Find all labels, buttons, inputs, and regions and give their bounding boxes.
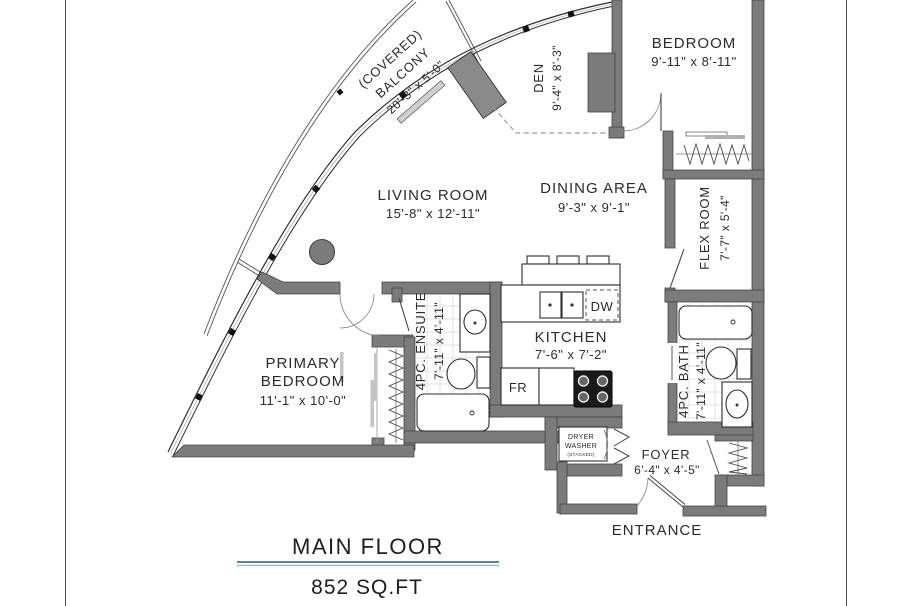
svg-text:BEDROOM: BEDROOM (261, 373, 346, 390)
laundry-label: DRYER WASHER (STACKED) (565, 434, 597, 458)
plan-title: MAIN FLOOR (292, 534, 444, 559)
balcony-column-block (447, 50, 507, 120)
svg-text:7'-11" x 4'-11": 7'-11" x 4'-11" (432, 302, 446, 380)
svg-text:DINING AREA: DINING AREA (540, 180, 648, 197)
svg-text:9'-11" x 8'-11": 9'-11" x 8'-11" (651, 54, 737, 69)
room-label-living-room: LIVING ROOM 15'-8" x 12'-11" (377, 187, 488, 221)
svg-text:LIVING ROOM: LIVING ROOM (377, 187, 488, 204)
primary-bedroom-bottom-wall (171, 444, 415, 458)
room-label-ensuite: 4PC. ENSUITE 7'-11" x 4'-11" (413, 292, 446, 390)
svg-text:FOYER: FOYER (642, 447, 691, 462)
svg-text:(STACKED): (STACKED) (567, 452, 594, 458)
bifold-door (613, 447, 631, 465)
room-label-foyer: FOYER 6'-4" x 4'-5" (634, 447, 700, 477)
svg-text:6'-4" x 4'-5": 6'-4" x 4'-5" (634, 463, 700, 477)
svg-text:PRIMARY: PRIMARY (265, 355, 340, 372)
svg-text:WASHER: WASHER (565, 443, 597, 450)
ensuite-toilet-bowl (446, 358, 476, 390)
room-label-bedroom: BEDROOM 9'-11" x 8'-11" (651, 35, 737, 69)
svg-text:KITCHEN: KITCHEN (535, 329, 608, 346)
primary-closet (340, 347, 405, 443)
svg-text:7'-7" x 5'-4": 7'-7" x 5'-4" (718, 195, 732, 261)
room-label-kitchen: KITCHEN 7'-6" x 7'-2" (535, 329, 608, 362)
ensuite-tub (416, 393, 490, 432)
bedroom-closet (676, 131, 752, 166)
kitchen-sink (539, 291, 584, 319)
bifold-door (613, 428, 631, 447)
room-label-flex-room: FLEX ROOM 7'-7" x 5'-4" (697, 186, 732, 270)
svg-text:BEDROOM: BEDROOM (652, 35, 737, 52)
room-label-primary-bedroom: PRIMARY BEDROOM 11'-1" x 10'-0" (260, 355, 347, 408)
stool (586, 255, 610, 265)
ensuite-fixtures (416, 293, 491, 432)
laundry-closet (558, 426, 631, 465)
svg-text:15'-8" x 12'-11": 15'-8" x 12'-11" (386, 206, 480, 221)
svg-text:11'-1" x 10'-0": 11'-1" x 10'-0" (260, 393, 347, 408)
room-label-bath: 4PC. BATH 7'-11" x 4'-11" (676, 342, 708, 420)
dishwasher (585, 289, 619, 321)
den-dashed-boundary (492, 106, 610, 134)
svg-text:FLEX ROOM: FLEX ROOM (697, 186, 712, 270)
balcony-structure (167, 0, 615, 457)
ensuite-toilet-tank (476, 356, 491, 389)
entry-closet (727, 441, 749, 475)
entrance-label: ENTRANCE (612, 522, 703, 539)
bath-toilet-tank (736, 348, 752, 380)
plan-area: 852 SQ.FT (311, 576, 423, 599)
fridge (500, 367, 540, 406)
svg-text:9'-3" x 9'-1": 9'-3" x 9'-1" (558, 200, 630, 215)
room-label-dining-area: DINING AREA 9'-3" x 9'-1" (540, 180, 648, 215)
bath-tub (678, 305, 753, 340)
closet-mirror-panel (340, 352, 344, 382)
svg-text:4PC. ENSUITE: 4PC. ENSUITE (413, 292, 428, 390)
svg-text:DEN: DEN (531, 63, 546, 93)
stool (556, 255, 580, 265)
room-label-balcony: (COVERED) BALCONY 20'-3" x 5'-0" (355, 26, 447, 117)
svg-text:4PC. BATH: 4PC. BATH (676, 344, 691, 417)
window-mullions (194, 10, 575, 402)
balcony-bench (396, 80, 446, 124)
bath-fixtures (678, 305, 753, 428)
dishwasher-label: DW (591, 299, 614, 314)
structural-column (309, 239, 335, 265)
svg-text:9'-4" x 8'-3": 9'-4" x 8'-3" (550, 45, 564, 111)
svg-text:DRYER: DRYER (568, 434, 594, 441)
svg-text:7'-11" x 4'-11": 7'-11" x 4'-11" (694, 342, 708, 420)
fridge-label: FR (509, 380, 527, 395)
closet-mirror-panel (370, 380, 374, 427)
closet-mirror-panel (374, 353, 378, 401)
stool (526, 255, 550, 265)
stove (573, 370, 613, 408)
doors (339, 92, 720, 508)
plan-footer: MAIN FLOOR 852 SQ.FT (237, 534, 499, 599)
bath-toilet-bowl (705, 346, 737, 380)
kitchen-counter (538, 367, 575, 406)
room-label-den: DEN 9'-4" x 8'-3" (531, 45, 564, 111)
svg-text:7'-6" x 7'-2": 7'-6" x 7'-2" (535, 347, 607, 362)
